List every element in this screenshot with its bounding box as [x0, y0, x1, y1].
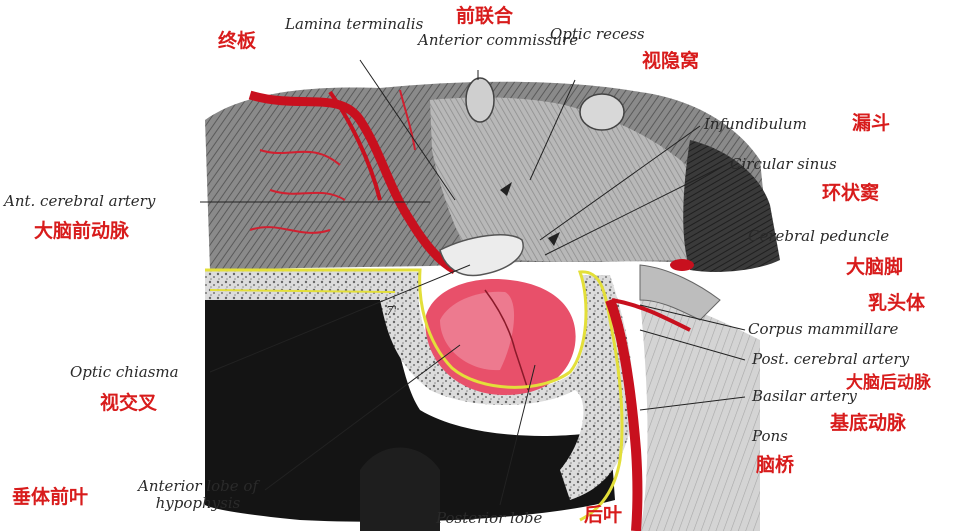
label-optic-recess-en: Optic recess — [550, 26, 612, 43]
label-anterior-commissure-en: Anterior commissure — [418, 32, 536, 49]
label-circular-sinus-cn: 环状窦 — [822, 182, 879, 204]
label-posterior-lobe-cn: 后叶 — [584, 504, 622, 526]
label-cerebral-peduncle-en: Cerebral peduncle — [748, 228, 889, 245]
label-ant-cerebral-artery-cn: 大脑前动脉 — [34, 220, 129, 242]
label-ant-cerebral-artery-en: Ant. cerebral artery — [4, 193, 155, 210]
label-basilar-artery-cn: 基底动脉 — [830, 412, 906, 434]
label-pons-en: Pons — [752, 428, 788, 445]
label-lamina-terminalis-en: Lamina terminalis — [285, 16, 385, 33]
label-corpus-mammillare-cn: 乳头体 — [868, 292, 925, 314]
label-infundibulum-en: Infundibulum — [704, 116, 807, 133]
label-anterior-lobe-en: Anterior lobe of hypophysis — [128, 478, 268, 512]
sinus-lower — [360, 448, 440, 531]
label-posterior-lobe-en: Posterior lobe — [436, 510, 542, 527]
sella-mark: 7' — [386, 303, 397, 320]
label-basilar-artery-en: Basilar artery — [752, 388, 857, 405]
label-optic-chiasma-cn: 视交叉 — [100, 392, 157, 414]
label-pons-cn: 脑桥 — [756, 454, 794, 476]
label-corpus-mammillare-en: Corpus mammillare — [748, 321, 898, 338]
label-post-cerebral-artery-cn: 大脑后动脉 — [846, 372, 931, 394]
label-optic-chiasma-en: Optic chiasma — [70, 364, 179, 381]
label-circular-sinus-en: Circular sinus — [730, 156, 837, 173]
label-optic-recess-cn: 视隐窝 — [642, 50, 699, 72]
label-infundibulum-cn: 漏斗 — [852, 112, 890, 134]
anterior-commissure-shape — [466, 78, 494, 122]
optic-recess-shape — [580, 94, 624, 130]
label-cerebral-peduncle-cn: 大脑脚 — [846, 256, 903, 278]
label-anterior-commissure-cn: 前联合 — [456, 5, 513, 27]
label-anterior-lobe-cn: 垂体前叶 — [12, 486, 88, 508]
label-lamina-terminalis-cn: 终板 — [218, 30, 256, 52]
circular-sinus-shape — [670, 259, 694, 271]
label-post-cerebral-artery-en: Post. cerebral artery — [752, 351, 909, 368]
